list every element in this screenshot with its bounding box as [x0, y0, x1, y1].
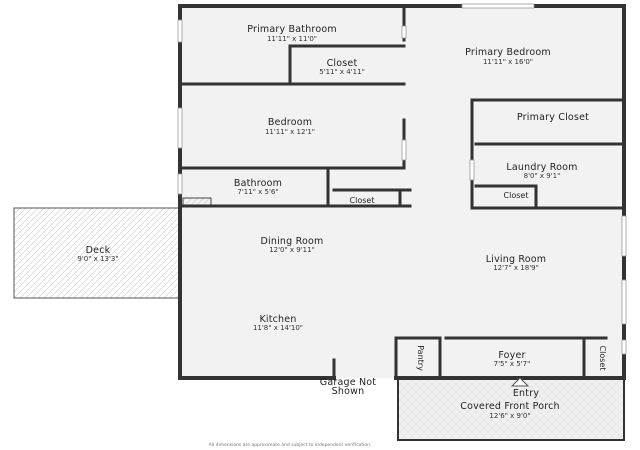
dining-room-label: Dining Room — [261, 236, 324, 247]
entry-arrow-icon — [510, 377, 530, 387]
primary-bathroom-label: Primary Bathroom — [247, 24, 337, 35]
primary-bathroom-dims: 11'11" x 11'0" — [267, 35, 317, 43]
deck-dims: 9'0" x 13'3" — [77, 255, 118, 263]
primary-bedroom-dims: 11'11" x 16'0" — [483, 58, 533, 66]
deck-area — [13, 207, 181, 299]
laundry-room-label: Laundry Room — [506, 162, 577, 173]
kitchen-label: Kitchen — [259, 314, 296, 325]
foyer-label: Foyer — [498, 350, 525, 361]
closet-4-label: Closet — [598, 346, 607, 371]
living-room-dims: 12'7" x 18'9" — [493, 264, 539, 272]
entry-label: Entry — [513, 388, 539, 399]
porch-dims: 12'6" x 9'0" — [489, 412, 530, 420]
interior-walls — [178, 4, 626, 380]
bedroom-label: Bedroom — [268, 117, 312, 128]
dining-room-dims: 12'0" x 9'11" — [269, 246, 315, 254]
kitchen-dims: 11'8" x 14'10" — [253, 324, 303, 332]
bedroom-dims: 11'11" x 12'1" — [265, 128, 315, 136]
disclaimer-text: All dimensions are approximate and subje… — [209, 442, 372, 448]
deck-label: Deck — [86, 245, 111, 256]
primary-bedroom-label: Primary Bedroom — [465, 47, 551, 58]
windows — [177, 3, 627, 355]
primary-closet-label: Primary Closet — [517, 112, 589, 123]
laundry-room-dims: 8'0" x 9'1" — [524, 172, 561, 180]
garage-note-line2: Shown — [332, 386, 365, 397]
pantry-label: Pantry — [416, 345, 425, 371]
living-room-label: Living Room — [486, 254, 547, 265]
porch-label: Covered Front Porch — [460, 401, 560, 412]
garage-note-line1: Garage Not — [320, 377, 377, 388]
floor-main — [180, 6, 624, 378]
closet-3-label: Closet — [504, 191, 529, 200]
closet-1-dims: 5'11" x 4'11" — [319, 68, 365, 76]
bathroom-label: Bathroom — [234, 178, 282, 189]
closet-1-label: Closet — [327, 58, 358, 69]
foyer-dims: 7'5" x 5'7" — [494, 360, 531, 368]
closet-2-label: Closet — [350, 196, 375, 205]
bathroom-dims: 7'11" x 5'6" — [237, 188, 278, 196]
